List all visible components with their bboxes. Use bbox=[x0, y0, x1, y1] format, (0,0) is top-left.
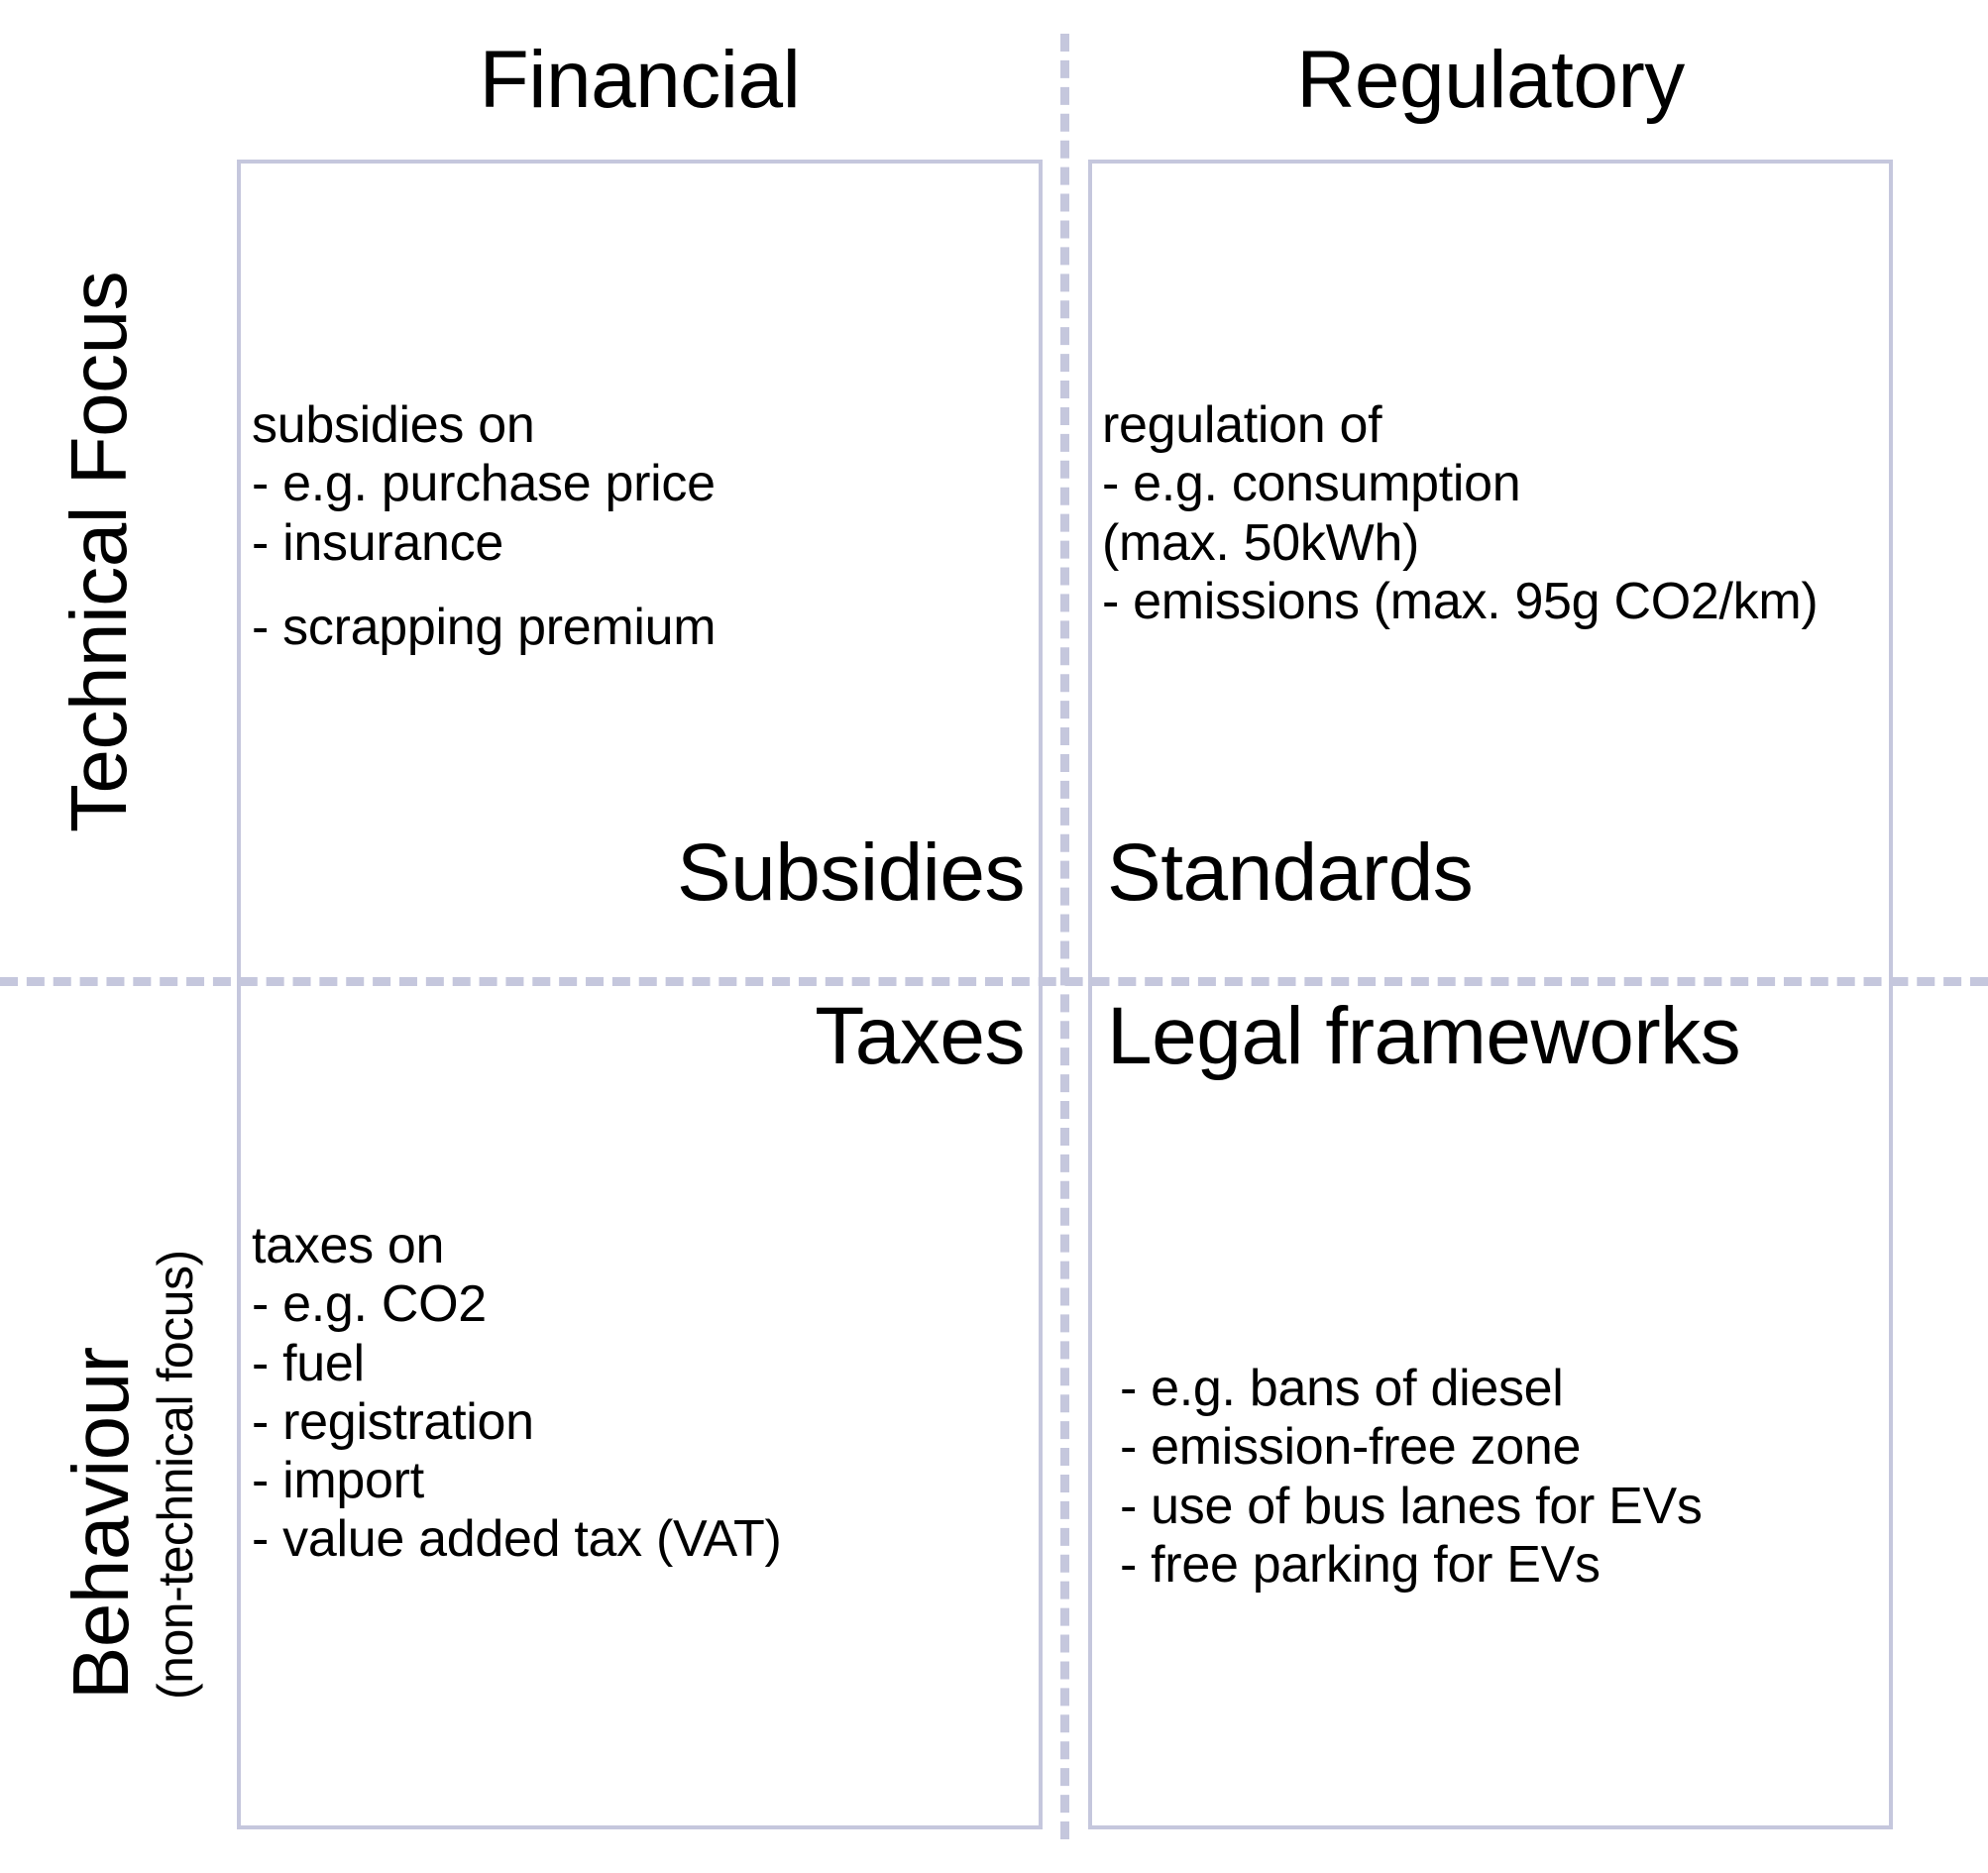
quadrant-text-bottom-right: - e.g. bans of diesel - emission-free zo… bbox=[1120, 1360, 1703, 1595]
list-item: - use of bus lanes for EVs bbox=[1120, 1477, 1703, 1535]
list-item: (max. 50kWh) bbox=[1102, 513, 1420, 572]
list-item: - value added tax (VAT) bbox=[252, 1510, 782, 1569]
list-item: - registration bbox=[252, 1392, 534, 1451]
lead-line: taxes on bbox=[252, 1217, 445, 1274]
list-item: - e.g. purchase price bbox=[252, 455, 716, 513]
column-header-financial: Financial bbox=[479, 35, 801, 125]
list-item: - free parking for EVs bbox=[1120, 1535, 1601, 1594]
vertical-axis-divider bbox=[1060, 34, 1069, 1839]
financial-column-box bbox=[237, 160, 1043, 1829]
horizontal-axis-divider bbox=[0, 977, 1988, 986]
category-title-taxes: Taxes bbox=[815, 991, 1025, 1081]
list-item: - emission-free zone bbox=[1120, 1418, 1582, 1477]
list-item: - e.g. bans of diesel bbox=[1120, 1360, 1564, 1417]
row-label-technical-focus: Technical Focus bbox=[55, 271, 143, 832]
row-label-behaviour: Behaviour bbox=[56, 1347, 145, 1700]
category-title-legal-frameworks: Legal frameworks bbox=[1107, 991, 1741, 1081]
column-header-regulatory: Regulatory bbox=[1296, 35, 1685, 125]
row-label-behaviour-sub: (non-technical focus) bbox=[148, 1250, 203, 1700]
quadrant-text-top-left: subsidies on - e.g. purchase price - ins… bbox=[252, 396, 717, 657]
lead-line: regulation of bbox=[1102, 396, 1382, 454]
quadrant-text-bottom-left: taxes on - e.g. CO2 - fuel - registratio… bbox=[252, 1217, 782, 1570]
regulatory-column-box bbox=[1088, 160, 1893, 1829]
quadrant-text-top-right: regulation of - e.g. consumption (max. 5… bbox=[1102, 396, 1819, 631]
category-title-standards: Standards bbox=[1107, 827, 1474, 918]
list-item: - scrapping premium bbox=[252, 598, 717, 656]
list-item: - insurance bbox=[252, 513, 503, 572]
list-item: - e.g. CO2 bbox=[252, 1275, 487, 1334]
list-item: - e.g. consumption bbox=[1102, 455, 1521, 513]
list-item: - emissions (max. 95g CO2/km) bbox=[1102, 572, 1819, 630]
list-item: - import bbox=[252, 1452, 424, 1510]
list-item: - fuel bbox=[252, 1334, 365, 1392]
category-title-subsidies: Subsidies bbox=[676, 827, 1026, 918]
lead-line: subsidies on bbox=[252, 396, 535, 454]
